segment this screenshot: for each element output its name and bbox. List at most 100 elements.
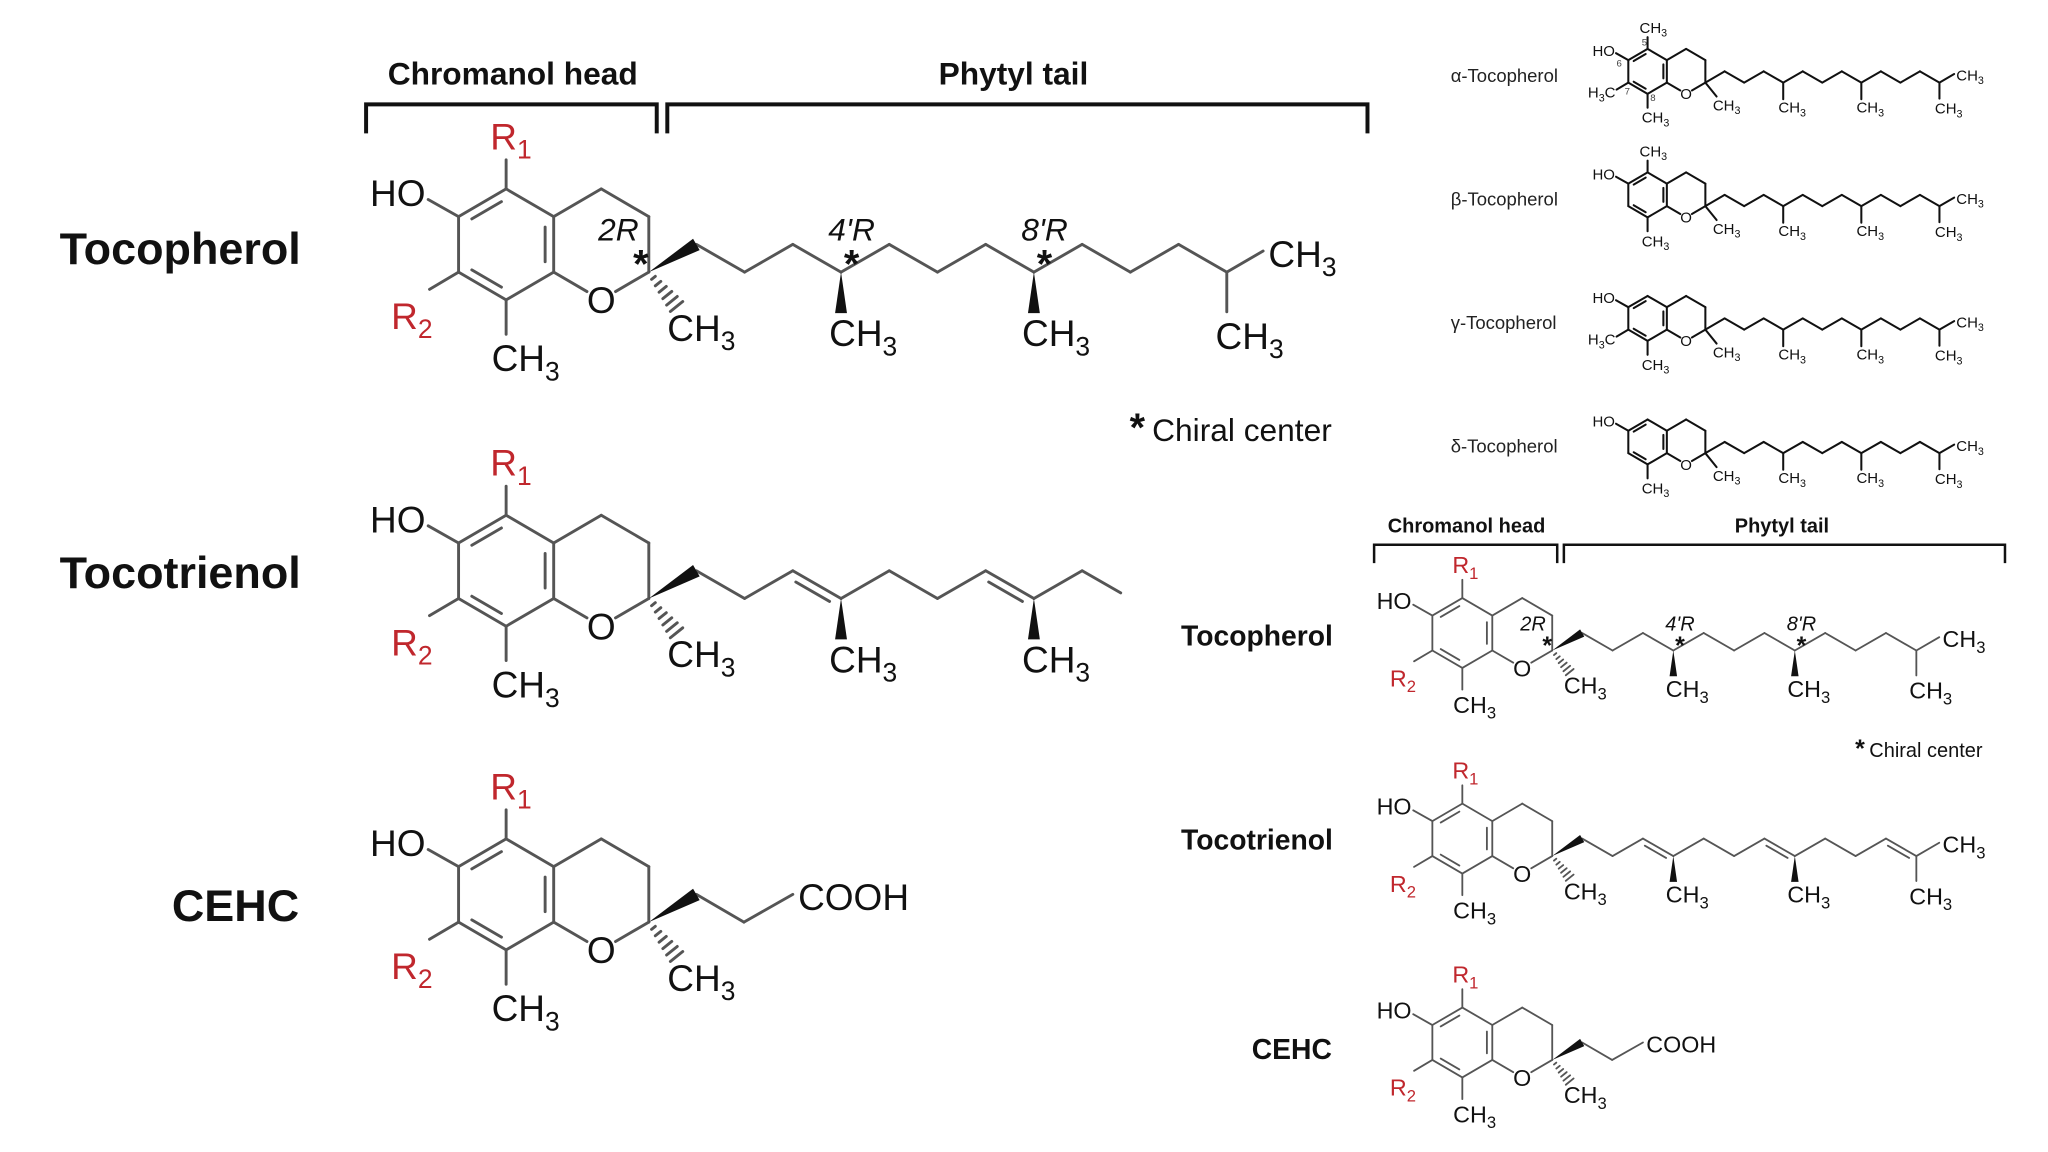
- methyl-label-part: CH: [492, 988, 545, 1029]
- tail-bond: [1743, 193, 1765, 208]
- terminal-methyl-label-part: 3: [1269, 334, 1284, 364]
- phytyl-tail-label-part: Phytyl tail: [1735, 515, 1829, 537]
- aromatic-double-bond: [1632, 327, 1647, 337]
- isoform-name-3-part: δ-Tocopherol: [1451, 435, 1558, 456]
- terminal-methyl-label-part: CH: [1935, 348, 1957, 365]
- ring-oxygen-label-part: O: [1513, 861, 1531, 887]
- terminal-methyl-label: CH3: [1909, 883, 1952, 914]
- ring-bond: [1491, 597, 1524, 617]
- c2-methyl-bond: [1704, 452, 1718, 469]
- stereo-label: 8'R: [1021, 211, 1068, 247]
- tail-bond: [1702, 632, 1735, 652]
- methyl-label-part: 3: [1663, 117, 1669, 129]
- ring-bond: [1521, 1006, 1554, 1026]
- methyl-label-part: CH: [1787, 676, 1821, 702]
- wedge-bond: [648, 238, 700, 273]
- chiral-center-note-part: Chiral center: [1152, 412, 1332, 448]
- hashed-bond: [1553, 652, 1558, 656]
- hydroxyl-label: HO: [1592, 166, 1614, 183]
- bond: [428, 920, 461, 941]
- tail-bond: [1899, 193, 1921, 208]
- r2-substituent-label-part: R: [1390, 871, 1407, 897]
- c2-methyl-label: CH3: [667, 308, 735, 356]
- hydroxyl-label-part: HO: [370, 173, 425, 214]
- tail-bond: [936, 569, 988, 600]
- tail-bond: [1642, 632, 1675, 652]
- ring-oxygen-label: O: [1680, 333, 1692, 350]
- terminal-methyl-label-part: CH: [1943, 832, 1977, 858]
- c2-methyl-label: CH3: [667, 958, 735, 1006]
- chromanol-head-label-part: Chromanol head: [388, 56, 638, 92]
- c2-methyl-label-part: CH: [1713, 97, 1735, 114]
- methyl-label: CH3: [1022, 639, 1090, 687]
- methyl-bond: [1938, 73, 1956, 84]
- methyl-label-part: 3: [1878, 107, 1884, 119]
- chiral-star: *: [1797, 632, 1807, 660]
- ring-bond: [1521, 597, 1554, 617]
- wedge-bond: [1552, 835, 1585, 857]
- hashed-bond: [665, 621, 679, 633]
- ring-bond: [1627, 171, 1649, 185]
- ring-bond: [1685, 418, 1707, 432]
- methyl-label-part: 3: [1663, 241, 1669, 253]
- terminal-methyl-label-part: 3: [1957, 108, 1963, 120]
- ring-bond: [504, 513, 556, 545]
- row-label-tocopherol: Tocopherol: [1181, 619, 1333, 651]
- tail-bond: [1801, 317, 1824, 331]
- ring-oxygen-label: O: [587, 930, 616, 971]
- tail-bond: [1782, 317, 1804, 331]
- methyl-label-part: 3: [1878, 231, 1884, 243]
- isoform-name-2-part: γ-Tocopherol: [1451, 312, 1557, 333]
- aromatic-double-bond: [1632, 204, 1647, 214]
- methyl-label-part: CH: [1022, 313, 1075, 354]
- methyl-label-part: CH: [1453, 897, 1487, 923]
- hashed-bond: [1564, 873, 1575, 882]
- terminal-methyl-label-part: CH: [1956, 315, 1978, 332]
- bond: [1413, 855, 1434, 868]
- hydroxyl-label-part: HO: [1377, 997, 1412, 1023]
- wedge-bond: [835, 272, 847, 314]
- methyl-label-part: 3: [1663, 488, 1669, 500]
- hydroxyl-label-part: HO: [1592, 43, 1614, 60]
- bond: [1614, 52, 1630, 62]
- r2-substituent-label-part: 2: [1407, 883, 1416, 902]
- methyl-label-part: H: [1588, 85, 1599, 102]
- hashed-bond: [665, 295, 679, 307]
- tail-bond: [1821, 440, 1843, 455]
- isoform-name-3: δ-Tocopherol: [1451, 435, 1558, 456]
- methyl-label-part: 3: [1800, 231, 1806, 243]
- hydroxyl-label: HO: [370, 499, 425, 540]
- ring-number-6-part: 6: [1617, 59, 1622, 70]
- methyl-label-part: CH: [1022, 639, 1075, 680]
- tail-bond: [1840, 193, 1863, 208]
- hashed-bond: [1557, 864, 1565, 870]
- ring-number-5: 5: [1642, 38, 1647, 49]
- methyl-label: CH3: [1640, 20, 1668, 40]
- double-bond: [987, 580, 1024, 603]
- ring-bond: [1646, 205, 1668, 219]
- tail-bond: [984, 569, 1036, 600]
- methyl-bond: [1938, 443, 1956, 455]
- ring-bond: [1627, 205, 1649, 219]
- methyl-label: CH3: [1022, 313, 1090, 361]
- hydroxyl-label-part: HO: [370, 823, 425, 864]
- tail-bond: [1899, 70, 1921, 84]
- tail-bond: [1918, 317, 1941, 331]
- tail-bond: [1782, 193, 1804, 208]
- methyl-label-part: 3: [1878, 354, 1884, 366]
- methyl-bond: [1938, 320, 1956, 331]
- terminal-methyl-label-part: CH: [1935, 101, 1957, 118]
- tail-bond: [1611, 632, 1644, 652]
- chiral-star: *: [1037, 242, 1053, 286]
- r1-substituent-label-part: R: [1452, 962, 1469, 988]
- methyl-label-part: 3: [1075, 658, 1090, 688]
- ring-bond: [1665, 294, 1688, 309]
- methyl-label-part: 3: [1599, 339, 1605, 351]
- tail-bond: [1879, 317, 1902, 331]
- double-bond: [1765, 844, 1789, 859]
- isoform-name-0: α-Tocopherol: [1451, 65, 1558, 86]
- ring-bond: [552, 920, 589, 944]
